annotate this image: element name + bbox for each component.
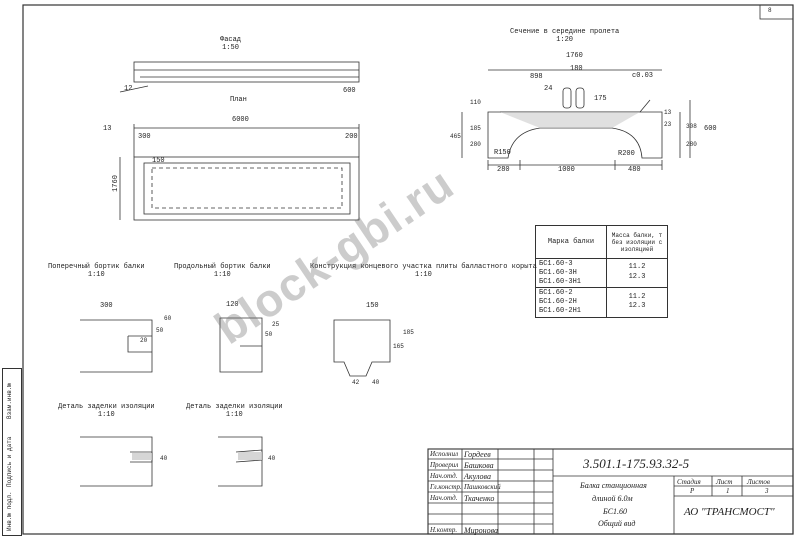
mass-table: Марка балки Масса балки, т без изоляции … (535, 225, 668, 318)
section-bottom-280: 280 (497, 166, 510, 174)
facade-dim-left: 12 (124, 85, 133, 93)
detail-long-dim-120: 120 (226, 301, 239, 309)
detail-cross-dim-20: 20 (140, 337, 148, 344)
detail-end-title: Конструкция концевого участка плиты балл… (310, 263, 537, 280)
plan-title: План (230, 96, 247, 104)
sheet-number: 8 (768, 7, 772, 14)
table-header-mass: Масса балки, т без изоляции с изоляцией (606, 225, 668, 259)
section-dim-280b: 280 (686, 141, 697, 148)
detail-end-dim-165: 165 (393, 343, 404, 350)
section-dim-110: 110 (470, 99, 481, 106)
plan-mark: 13 (103, 125, 112, 133)
detail-long-dim-50: 50 (265, 331, 273, 338)
detail-cross-dim-60: 60 (164, 315, 172, 322)
detail-end-dim-150: 150 (366, 302, 379, 310)
section-dim-185: 185 (470, 125, 481, 132)
section-dim-600: 600 (704, 125, 717, 133)
section-dim-280a: 280 (470, 141, 481, 148)
section-dim-24: 24 (544, 85, 553, 93)
section-dim-13: 13 (664, 109, 672, 116)
table-row: БС1.60-2 БС1.60-2Н БС1.60-2Н1 11.2 12.3 (535, 287, 668, 318)
plan-dim-total: 6000 (232, 116, 249, 124)
table-row: БС1.60-3 БС1.60-3Н БС1.60-3Н1 11.2 12.3 (535, 257, 668, 289)
detail-cross-dim-300: 300 (100, 302, 113, 310)
section-radius-200: R200 (618, 150, 635, 158)
section-dim-180: 180 (570, 65, 583, 73)
detail-cross-dim-50: 50 (156, 327, 164, 334)
section-radius-150: R150 (494, 149, 511, 157)
org-name: АО "ТРАНСМОСТ" (684, 506, 775, 518)
section-bottom-480: 480 (628, 166, 641, 174)
side-stamp: Инв.№ подл. Подпись и дата Взам.инв.№ (2, 368, 22, 536)
section-slope: c0.03 (632, 72, 654, 80)
section-dim-total: 1760 (566, 52, 583, 60)
plan-dim-right: 200 (345, 133, 358, 141)
section-bottom-1000: 1000 (558, 166, 575, 174)
section-dim-308: 308 (686, 123, 697, 130)
detail-end-dim-185: 185 (403, 329, 414, 336)
detail-long-dim-25: 25 (272, 321, 280, 328)
section-dim-175: 175 (594, 95, 607, 103)
plan-dim-inner: 150 (152, 157, 165, 165)
plan-dim-height: 1760 (111, 175, 120, 192)
detail-end-dim-42: 42 (352, 379, 360, 386)
table-header-mark: Марка балки (535, 225, 607, 259)
section-dim-23: 23 (664, 121, 672, 128)
detail-insul2-dim: 40 (268, 455, 276, 462)
doc-code: 3.501.1-175.93.32-5 (583, 456, 690, 471)
section-dim-465: 465 (450, 133, 461, 140)
plan-dim-left: 300 (138, 133, 151, 141)
detail-end-dim-40: 40 (372, 379, 380, 386)
section-dim-898: 898 (530, 73, 543, 81)
facade-dim-right: 600 (343, 87, 356, 95)
detail-insul1-dim: 40 (160, 455, 168, 462)
